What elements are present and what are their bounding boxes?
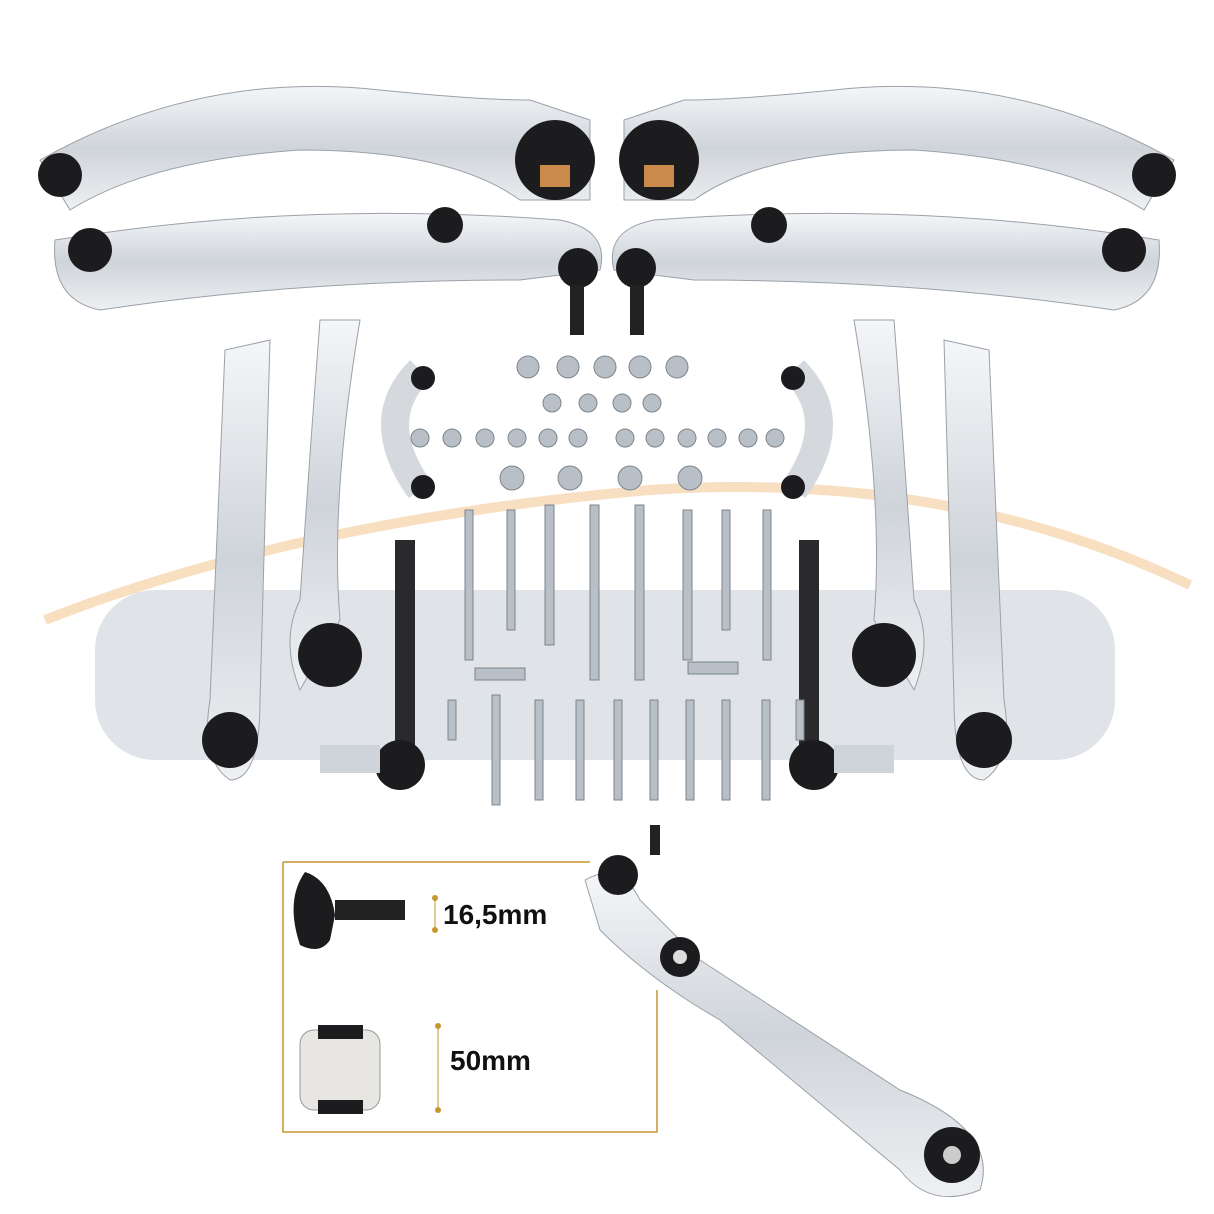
lower-arm-left <box>54 207 603 335</box>
rear-arms-left <box>202 319 425 790</box>
hardware-nuts-bolts <box>410 355 805 806</box>
upper-arm-left <box>38 85 595 211</box>
ball-joint-dimension-label: 16,5mm <box>443 899 548 930</box>
stabilizer-links <box>381 360 833 499</box>
bushing-dimension-label: 50mm <box>450 1045 531 1076</box>
upper-arm-right <box>619 85 1176 211</box>
lower-arm-right <box>611 207 1160 335</box>
dimension-detail <box>282 825 984 1198</box>
